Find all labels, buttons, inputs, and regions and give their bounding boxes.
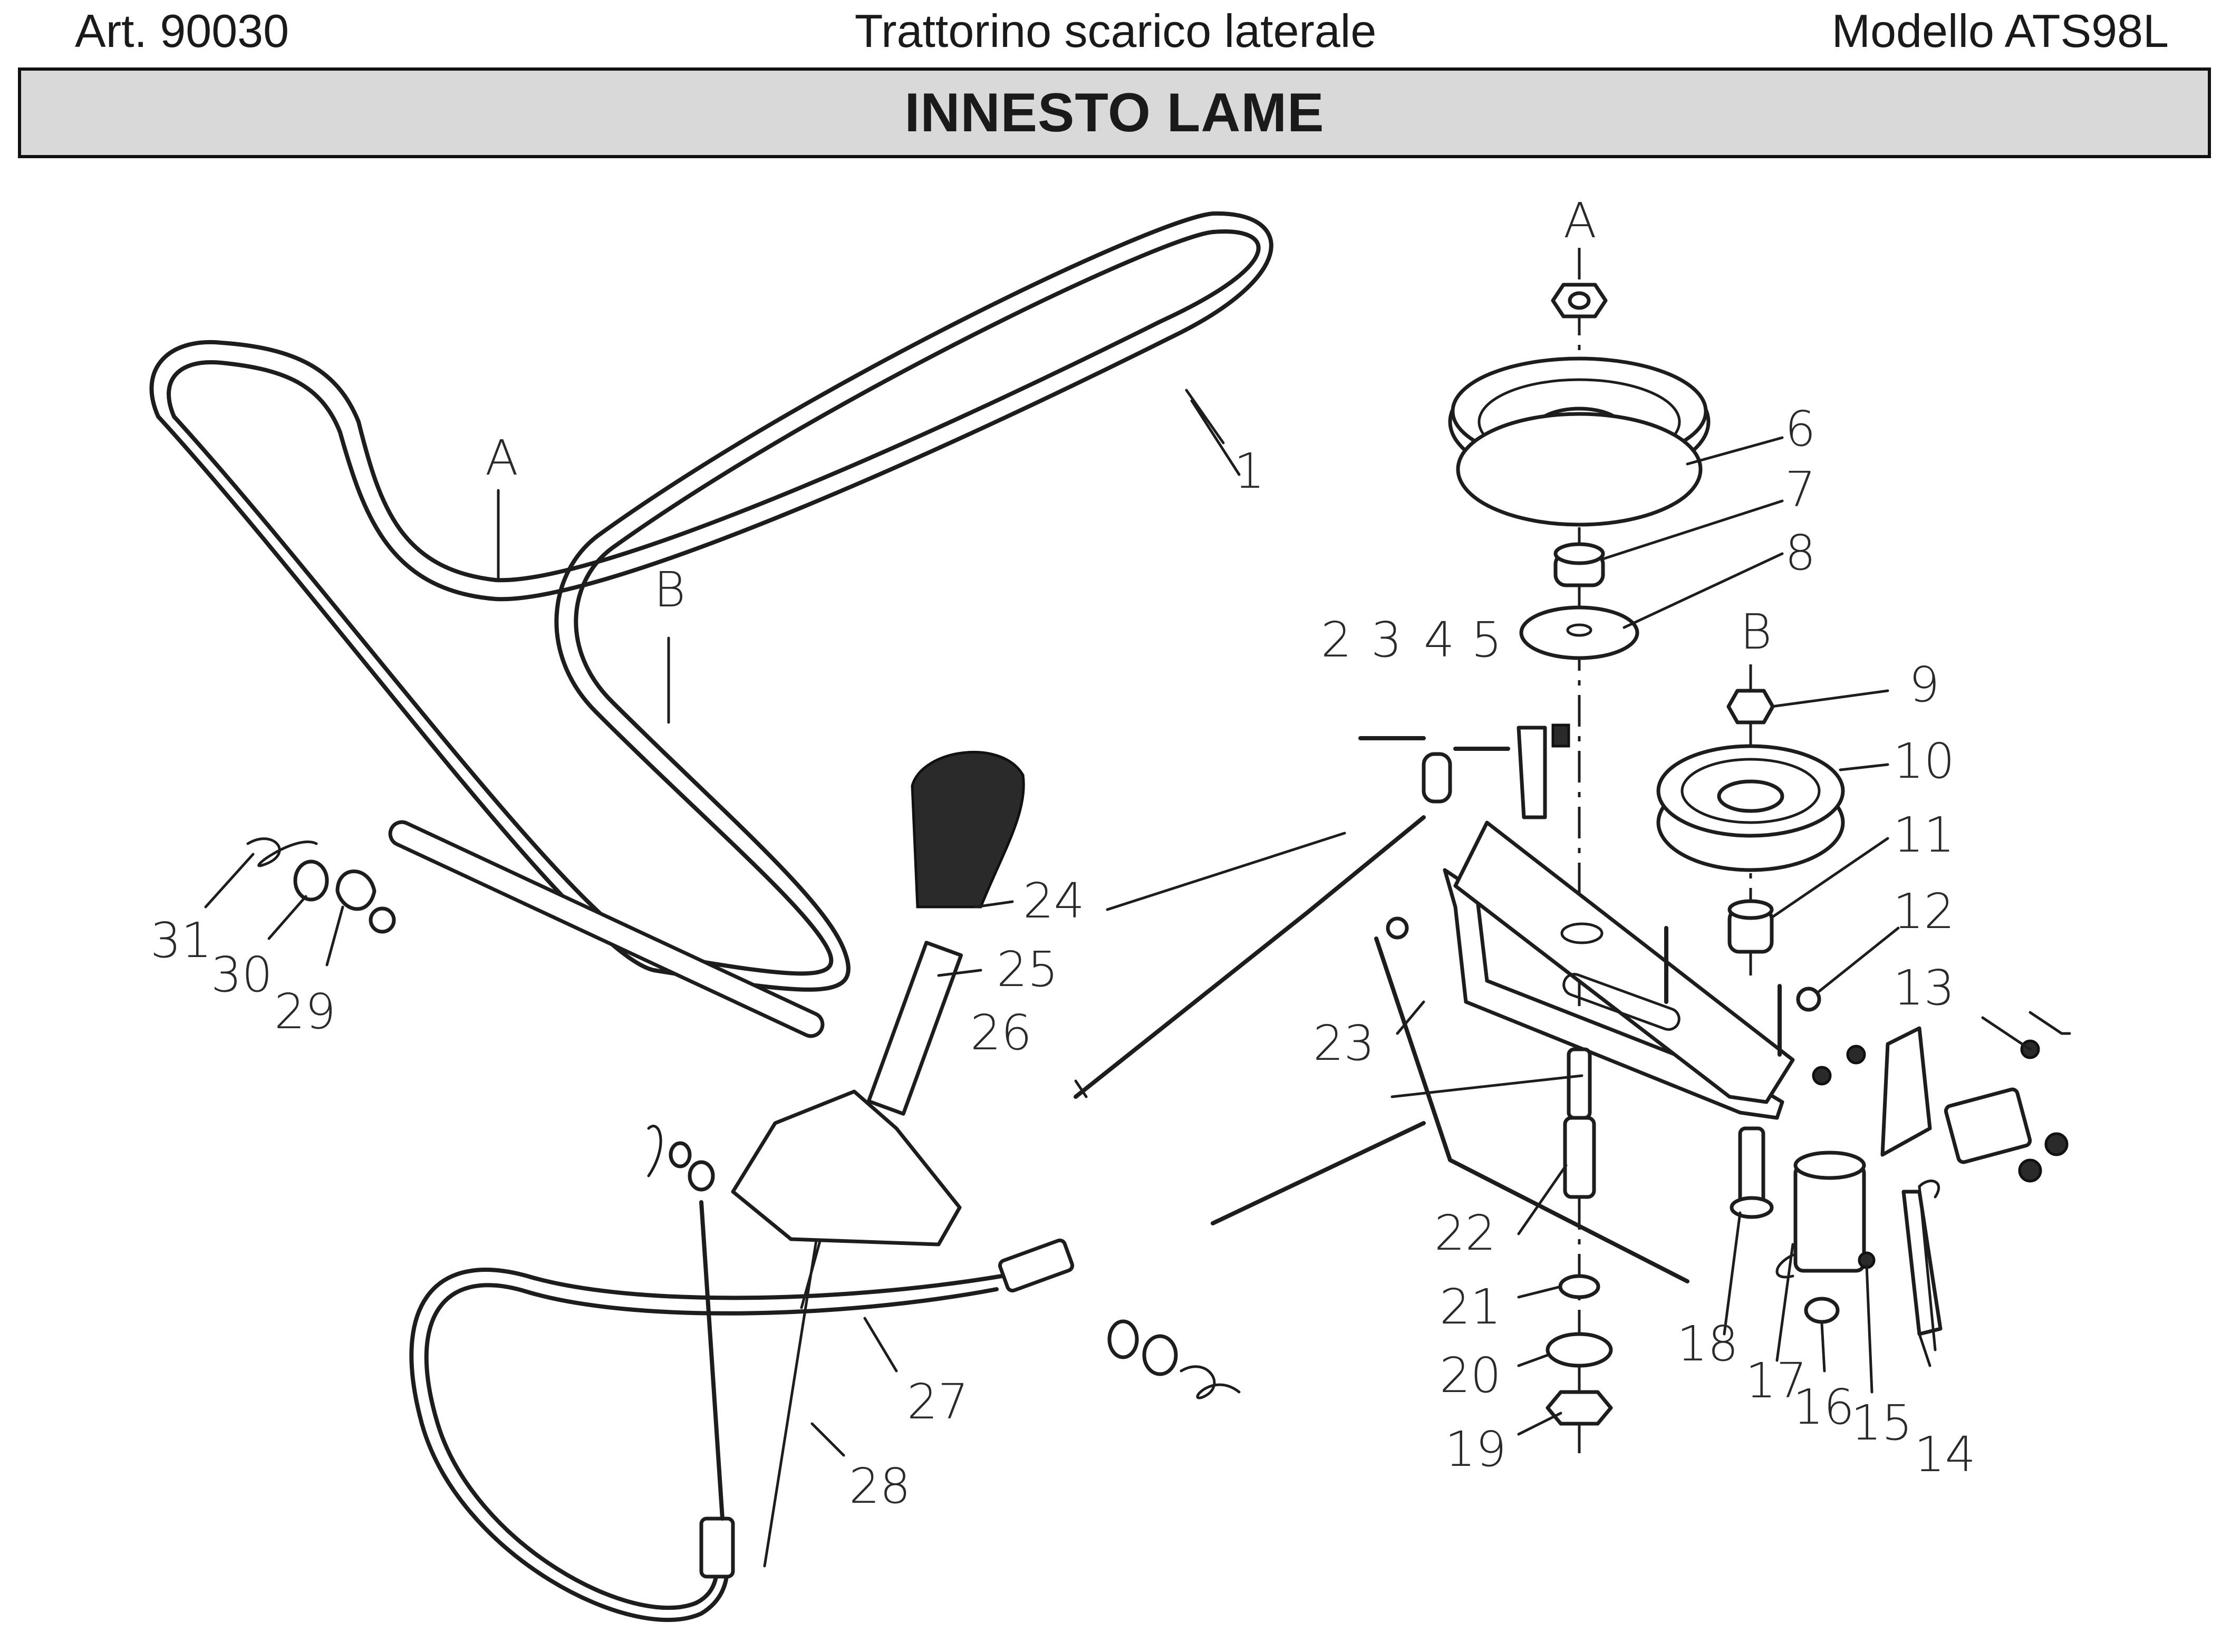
callout-29: 29: [274, 983, 336, 1040]
callout-12: 12: [1893, 883, 1955, 940]
lower-fasteners: [1546, 1047, 1774, 1426]
clip-hardware: [246, 837, 1241, 1399]
callout-30: 30: [211, 946, 273, 1003]
callout-15: 15: [1851, 1395, 1913, 1451]
callout-11: 11: [1893, 807, 1955, 863]
callout-6: 6: [1785, 401, 1816, 457]
callout-22: 22: [1434, 1205, 1496, 1261]
callout-24: 24: [1023, 873, 1085, 929]
callout-26: 26: [970, 1004, 1032, 1061]
callout-20: 20: [1440, 1347, 1501, 1404]
callout-31: 31: [150, 912, 212, 969]
pulley-a-stack: [1448, 248, 1711, 1455]
section-title-bar: INNESTO LAME: [18, 67, 2211, 158]
section-title: INNESTO LAME: [904, 82, 1325, 143]
callout-17: 17: [1745, 1352, 1807, 1409]
model-name: Modello ATS98L: [1831, 5, 2169, 57]
callout-13: 13: [1893, 960, 1955, 1016]
callout-16: 16: [1793, 1379, 1855, 1435]
control-cable: [409, 1200, 1075, 1622]
callout-10: 10: [1893, 733, 1955, 789]
callout-21: 21: [1440, 1279, 1501, 1335]
lever-assembly: [369, 750, 1025, 1247]
callout-1: 1: [1234, 443, 1265, 499]
marker-pulley-b: B: [1740, 604, 1772, 660]
callout-28: 28: [849, 1458, 911, 1514]
callout-labels: A B A B 1 2 3 4 5 6 7 8 9 10 11 12 13 14…: [150, 192, 1976, 1514]
callout-7: 7: [1785, 461, 1816, 518]
pulley-b-stack: [1656, 664, 1845, 975]
leader-lines: [204, 399, 2032, 1457]
callout-4: 4: [1424, 612, 1455, 668]
callout-18: 18: [1677, 1316, 1739, 1372]
marker-belt-a: A: [485, 430, 518, 486]
callout-25: 25: [997, 941, 1058, 998]
product-description: Trattorino scarico laterale: [854, 5, 1377, 57]
marker-pulley-a: A: [1563, 192, 1597, 249]
callout-2: 2: [1321, 612, 1352, 668]
idler-bracket: [1358, 723, 1795, 1283]
article-number: Art. 90030: [75, 5, 289, 57]
callout-19: 19: [1445, 1421, 1506, 1477]
callout-5: 5: [1471, 612, 1502, 668]
callout-8: 8: [1785, 525, 1816, 581]
callout-23: 23: [1313, 1015, 1375, 1071]
callout-9: 9: [1909, 656, 1940, 713]
callout-27: 27: [907, 1374, 969, 1430]
callout-3: 3: [1371, 612, 1402, 668]
callout-14: 14: [1914, 1426, 1976, 1483]
right-bracket: [1775, 987, 2071, 1336]
marker-belt-b: B: [654, 562, 685, 618]
